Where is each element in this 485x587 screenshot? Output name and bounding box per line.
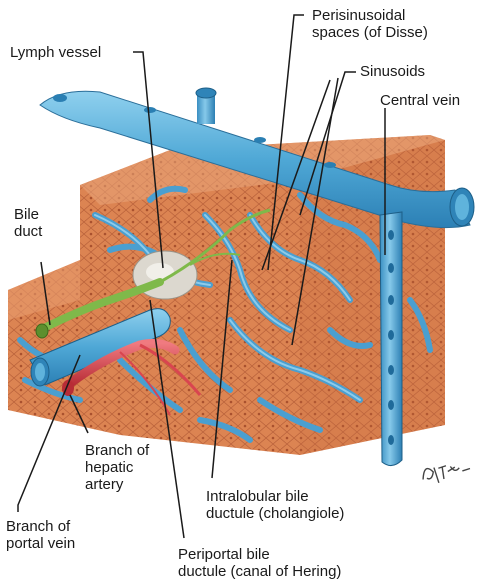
label-lymph-vessel: Lymph vessel: [10, 44, 101, 61]
signature-mark: [420, 456, 471, 487]
label-intralobular-bile-ductule: Intralobular bile ductule (cholangiole): [206, 488, 344, 522]
label-hepatic-artery: Branch of hepatic artery: [85, 442, 149, 493]
central-vein: [380, 212, 402, 466]
label-periportal-bile-ductule: Periportal bile ductule (canal of Hering…: [178, 546, 341, 580]
label-perisinusoidal-spaces: Perisinusoidal spaces (of Disse): [312, 7, 428, 41]
label-sinusoids: Sinusoids: [360, 63, 425, 80]
label-bile-duct: Bile duct: [14, 206, 42, 240]
label-portal-vein: Branch of portal vein: [6, 518, 75, 552]
label-central-vein: Central vein: [380, 92, 460, 109]
